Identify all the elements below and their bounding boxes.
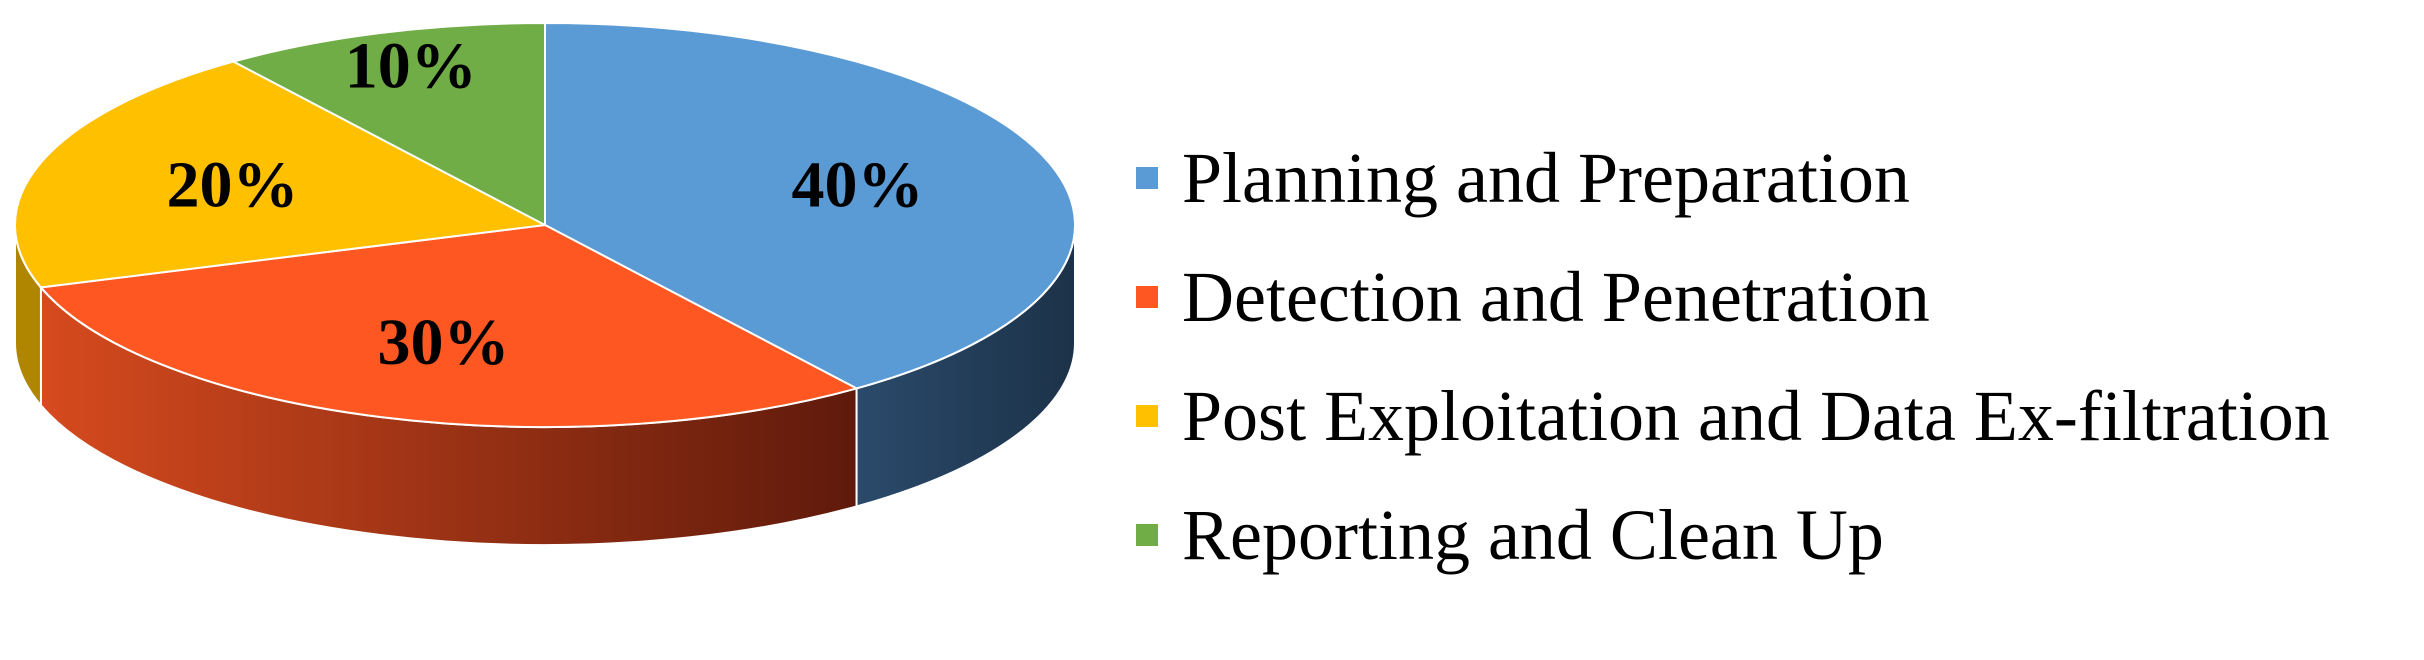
- legend-label: Planning and Preparation: [1182, 137, 1910, 218]
- legend-swatch: [1136, 404, 1158, 427]
- legend-item-post-exploitation-and-data-ex-filtration: Post Exploitation and Data Ex-filtration: [1136, 356, 2330, 475]
- data-label-post-exploitation-and-data-ex-filtration: 20%: [166, 148, 298, 221]
- legend-item-reporting-and-clean-up: Reporting and Clean Up: [1136, 475, 2330, 594]
- legend-swatch: [1136, 523, 1158, 546]
- legend-swatch: [1136, 285, 1158, 308]
- legend-item-detection-and-penetration: Detection and Penetration: [1136, 237, 2330, 356]
- data-label-planning-and-preparation: 40%: [792, 148, 924, 221]
- legend-item-planning-and-preparation: Planning and Preparation: [1136, 118, 2330, 237]
- pie-slice-post-exploitation-and-data-ex-filtration: [14, 60, 549, 289]
- pie-chart: 40% 30% 20% 10%: [14, 21, 1076, 546]
- legend-label: Post Exploitation and Data Ex-filtration: [1182, 375, 2330, 456]
- pie-slice-detection-and-penetration: [38, 223, 860, 428]
- legend-label: Reporting and Clean Up: [1182, 494, 1884, 575]
- legend-label: Detection and Penetration: [1182, 256, 1930, 337]
- data-label-reporting-and-clean-up: 10%: [345, 29, 477, 102]
- data-label-detection-and-penetration: 30%: [377, 306, 509, 379]
- pie-slice-reporting-and-clean-up: [230, 21, 546, 227]
- pie-slice-planning-and-preparation: [544, 21, 1076, 390]
- legend-swatch: [1136, 166, 1158, 189]
